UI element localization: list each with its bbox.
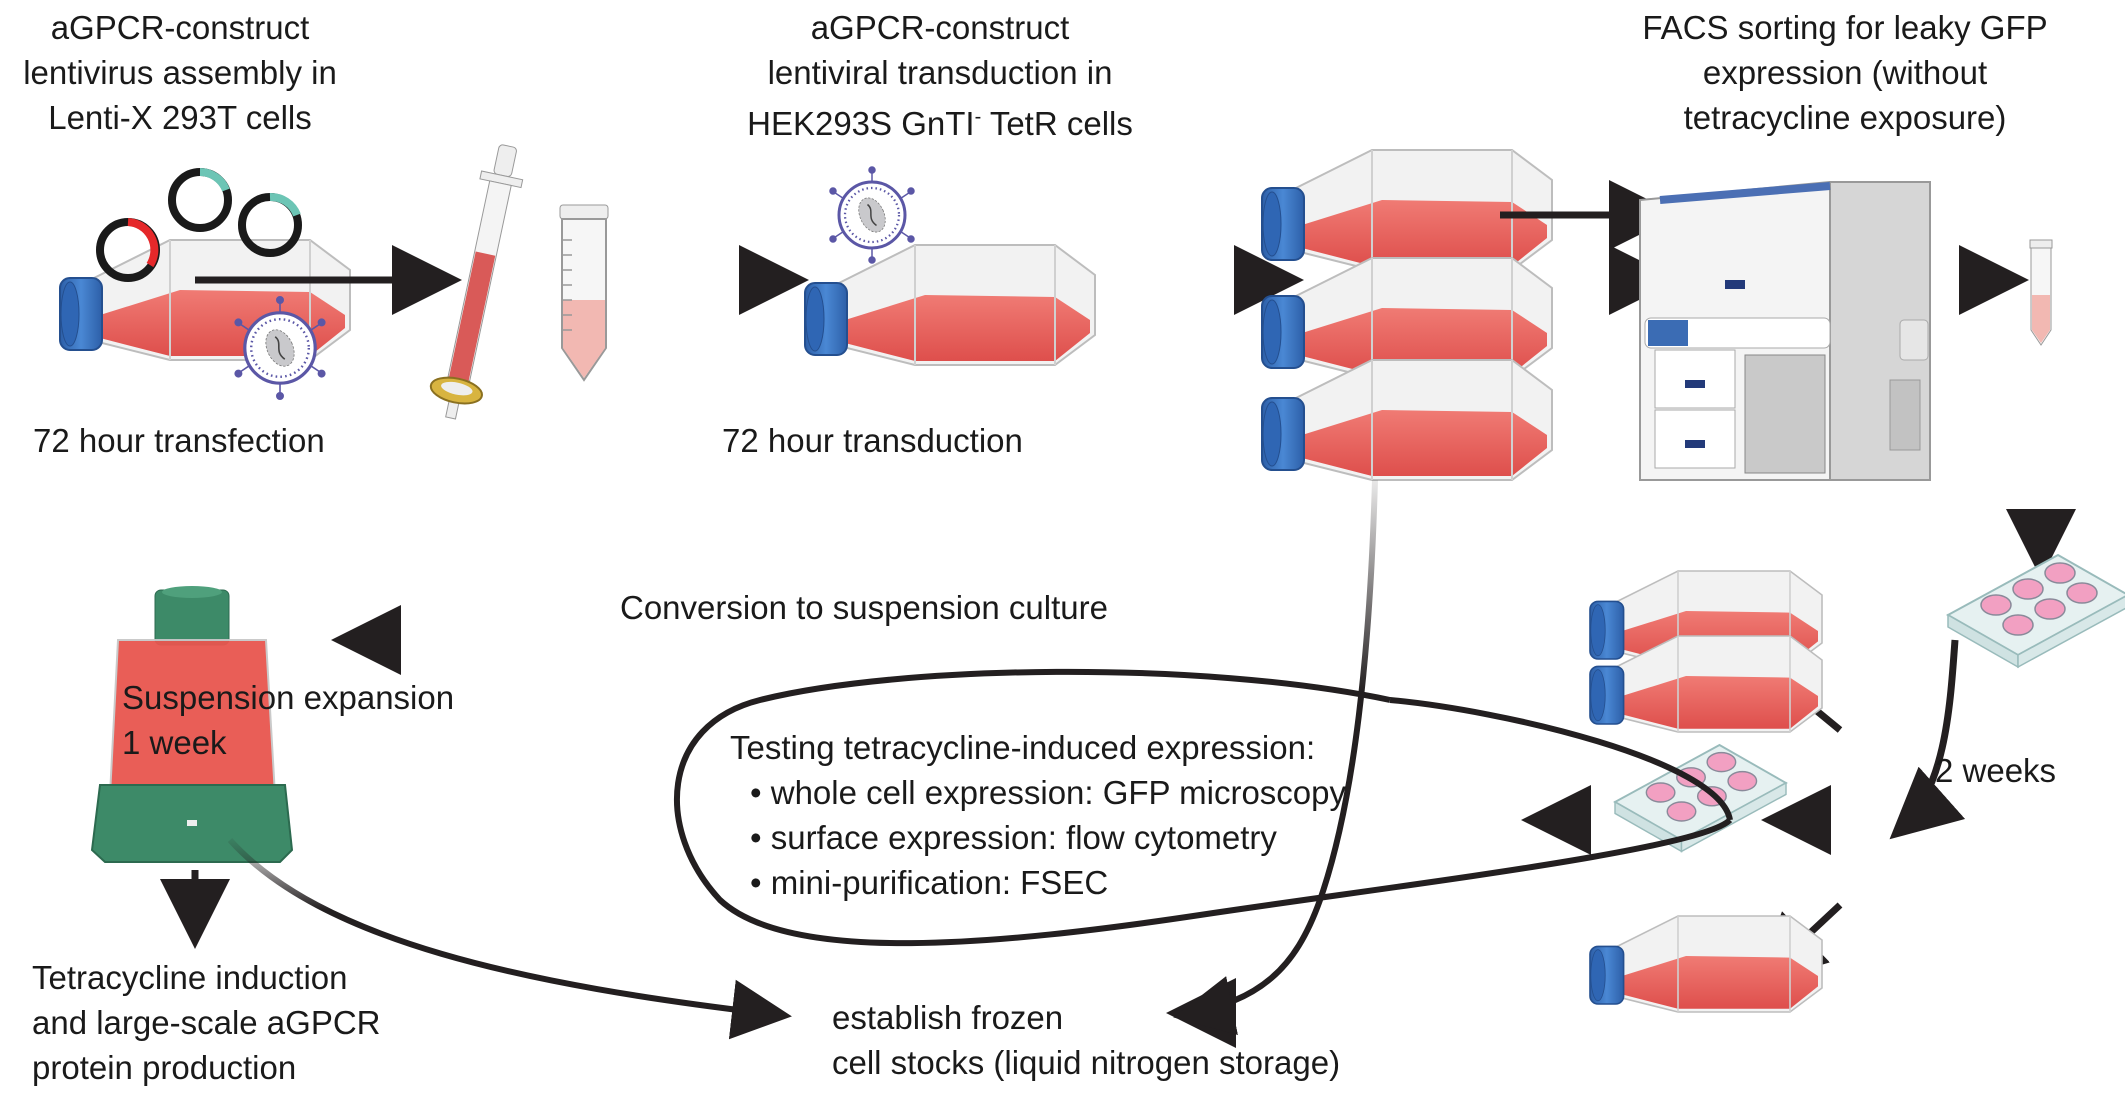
bullet-icon: • (750, 774, 762, 811)
cell-culture-flask-icon (1589, 915, 1823, 1013)
step1-title-line: Lenti-X 293T cells (48, 99, 312, 136)
step2-title: aGPCR-construct lentiviral transduction … (700, 5, 1180, 146)
two-weeks-label: 2 weeks (1935, 752, 2057, 789)
shaker-flask-icon (90, 586, 294, 863)
suspension-line: 1 week (122, 724, 227, 761)
testing-block: Testing tetracycline-induced expression:… (730, 725, 1346, 905)
conversion-label: Conversion to suspension culture (620, 589, 1108, 626)
testing-bullet-text: surface expression: flow cytometry (770, 819, 1277, 856)
cell-line-suffix: TetR cells (981, 105, 1133, 142)
facs-sorter-icon (1639, 181, 1931, 481)
stacked-flasks-icon (1589, 570, 1823, 733)
testing-bullet: • whole cell expression: GFP microscopy (730, 770, 1346, 815)
bullet-icon: • (750, 864, 762, 901)
frozen-line: establish frozen (832, 999, 1064, 1036)
testing-bullet: • surface expression: flow cytometry (730, 815, 1346, 860)
production-label: Tetracycline induction and large-scale a… (32, 955, 381, 1090)
frozen-line: cell stocks (liquid nitrogen storage) (832, 1044, 1341, 1081)
step1-title-line: lentivirus assembly in (23, 54, 337, 91)
arrow-two-weeks (1889, 639, 1966, 840)
arrow-suspension-to-frozen (227, 837, 792, 1040)
step2-title-line: aGPCR-construct (810, 9, 1070, 46)
step3-title-line: FACS sorting for leaky GFP (1642, 9, 2048, 46)
step1-duration: 72 hour transfection (33, 422, 325, 459)
conical-tube-icon (559, 204, 609, 382)
syringe-filter-icon (429, 144, 524, 420)
cell-line-name: HEK293S GnTI (747, 105, 975, 142)
step2-title-line: HEK293S GnTI- TetR cells (700, 95, 1180, 146)
production-line: and large-scale aGPCR (32, 1004, 381, 1041)
six-well-plate-icon (1947, 554, 2125, 668)
suspension-label: Suspension expansion 1 week (122, 675, 454, 765)
lentivirus-icon (828, 165, 916, 265)
testing-heading: Testing tetracycline-induced expression: (730, 729, 1316, 766)
suspension-line: Suspension expansion (122, 679, 455, 716)
production-line: protein production (32, 1049, 297, 1086)
step1-title-line: aGPCR-construct (50, 9, 310, 46)
step1-title: aGPCR-construct lentivirus assembly in L… (20, 5, 340, 140)
cell-culture-flask-icon (804, 244, 1096, 366)
step3-title-line: tetracycline exposure) (1683, 99, 2007, 136)
testing-bullet: • mini-purification: FSEC (730, 860, 1346, 905)
testing-loop (1389, 697, 1733, 821)
testing-bullet-text: whole cell expression: GFP microscopy (770, 774, 1347, 811)
step3-title-line: expression (without (1702, 54, 1988, 91)
arrow-flasks-to-frozen (1173, 479, 1378, 1035)
testing-bullet-text: mini-purification: FSEC (770, 864, 1109, 901)
step2-title-line: lentiviral transduction in (767, 54, 1113, 91)
superscript-minus: - (974, 106, 982, 128)
step3-title: FACS sorting for leaky GFP expression (w… (1620, 5, 2070, 140)
step2-duration: 72 hour transduction (722, 422, 1023, 459)
sorted-tube-icon (2029, 239, 2053, 346)
production-line: Tetracycline induction (32, 959, 348, 996)
frozen-stocks-label: establish frozen cell stocks (liquid nit… (832, 995, 1340, 1085)
testing-loop (674, 668, 1733, 947)
bullet-icon: • (750, 819, 762, 856)
stacked-flasks-icon (1261, 149, 1553, 481)
plasmid-icon (96, 168, 302, 282)
